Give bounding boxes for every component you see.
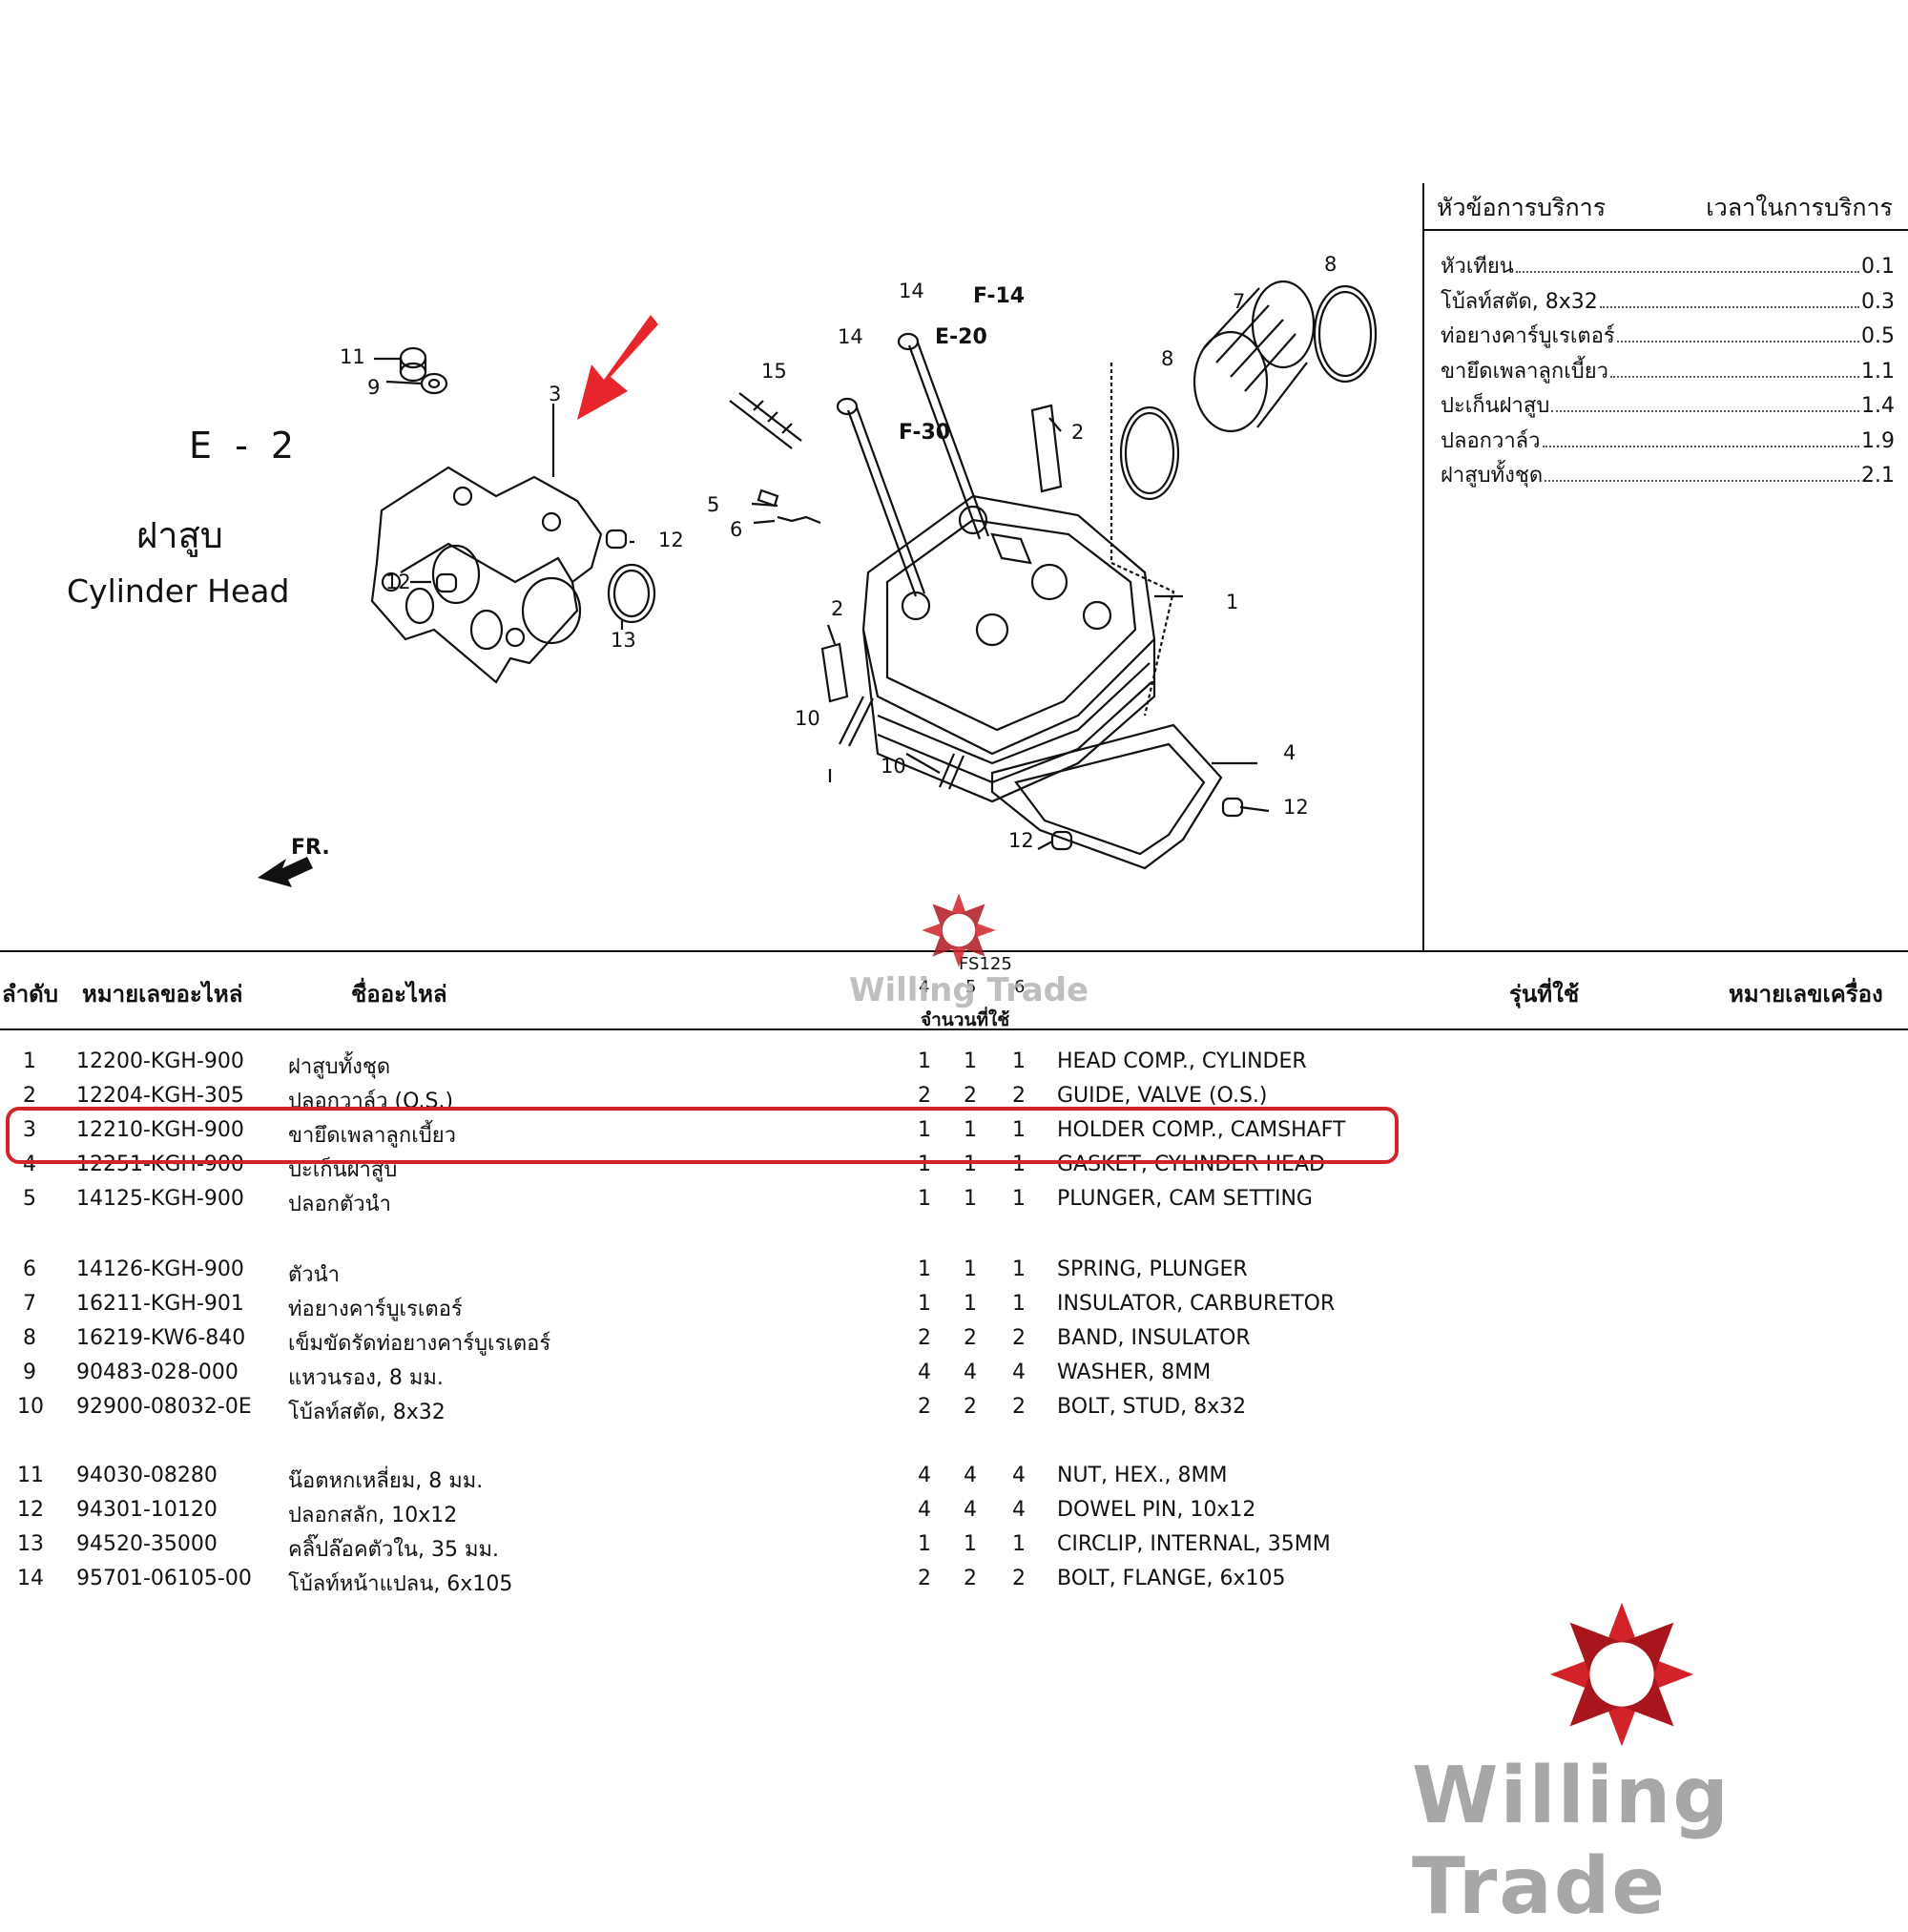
ref-label: E-20 bbox=[935, 325, 987, 349]
brand-logo-icon bbox=[1549, 1602, 1694, 1747]
callout-2: 2 bbox=[1071, 421, 1084, 444]
highlight-box bbox=[6, 1107, 1399, 1164]
callout-12: 12 bbox=[658, 529, 684, 551]
column-header-quantity: จำนวนที่ใช้ bbox=[921, 1009, 1010, 1030]
callout-7: 7 bbox=[1233, 290, 1245, 313]
callout-2: 2 bbox=[831, 597, 843, 620]
ref-label: F-14 bbox=[973, 284, 1025, 308]
callout-12: 12 bbox=[385, 571, 411, 593]
callout-15: 15 bbox=[761, 360, 787, 383]
callout-9: 9 bbox=[367, 376, 380, 399]
service-header-time: เวลาในการบริการ bbox=[1706, 194, 1893, 221]
callout-8: 8 bbox=[1324, 253, 1337, 276]
column-header-part-name: ชื่ออะไหล่ bbox=[351, 981, 447, 1008]
column-header-model-used: รุ่นที่ใช้ bbox=[1509, 981, 1580, 1008]
column-header-model-group: FS125 bbox=[959, 954, 1012, 974]
front-arrow-icon bbox=[258, 857, 313, 887]
callout-10: 10 bbox=[881, 755, 906, 778]
page-title-thai: ฝาสูบ bbox=[136, 514, 223, 556]
service-item: ท่อยางคาร์บูเรเตอร์0.5 bbox=[1441, 324, 1895, 348]
column-header-model: 4 bbox=[919, 977, 930, 997]
pointer-arrow-icon bbox=[577, 315, 658, 420]
exploded-parts-diagram: FR. 1 2 2 3 4 5 6 7 8 8 9 10 10 11 12 12… bbox=[258, 253, 1378, 887]
section-code: E - 2 bbox=[189, 425, 301, 467]
column-header-engine-number: หมายเลขเครื่อง bbox=[1729, 981, 1883, 1008]
callout-4: 4 bbox=[1283, 741, 1296, 764]
callout-10: 10 bbox=[795, 707, 820, 730]
service-header-item: หัวข้อการบริการ bbox=[1437, 194, 1607, 221]
service-header-rule bbox=[1424, 229, 1908, 231]
column-header-model: 6 bbox=[1014, 977, 1026, 997]
watermark-brand-name: Willing Trade bbox=[849, 971, 1089, 1009]
callout-3: 3 bbox=[549, 383, 561, 405]
callout-14: 14 bbox=[838, 325, 863, 348]
page-title-english: Cylinder Head bbox=[67, 572, 290, 610]
front-label: FR. bbox=[291, 836, 330, 860]
brand-name: Willing Trade bbox=[1412, 1751, 1731, 1932]
column-header-no: ลำดับ bbox=[2, 981, 59, 1008]
callout-1: 1 bbox=[1226, 591, 1238, 613]
callout-5: 5 bbox=[707, 493, 719, 516]
callout-11: 11 bbox=[340, 345, 365, 368]
panel-divider bbox=[1422, 183, 1424, 950]
callout-6: 6 bbox=[730, 518, 742, 541]
callout-8: 8 bbox=[1161, 347, 1173, 370]
callout-12: 12 bbox=[1283, 796, 1309, 819]
callout-13: 13 bbox=[611, 629, 636, 652]
column-header-model: 5 bbox=[965, 977, 977, 997]
callout-14: 14 bbox=[899, 280, 924, 302]
ref-label: F-30 bbox=[899, 421, 950, 445]
callout-12: 12 bbox=[1008, 829, 1034, 852]
watermark-logo-icon bbox=[922, 893, 996, 967]
column-header-part-number: หมายเลขอะไหล่ bbox=[82, 981, 243, 1008]
table-header-rule bbox=[0, 1028, 1908, 1030]
